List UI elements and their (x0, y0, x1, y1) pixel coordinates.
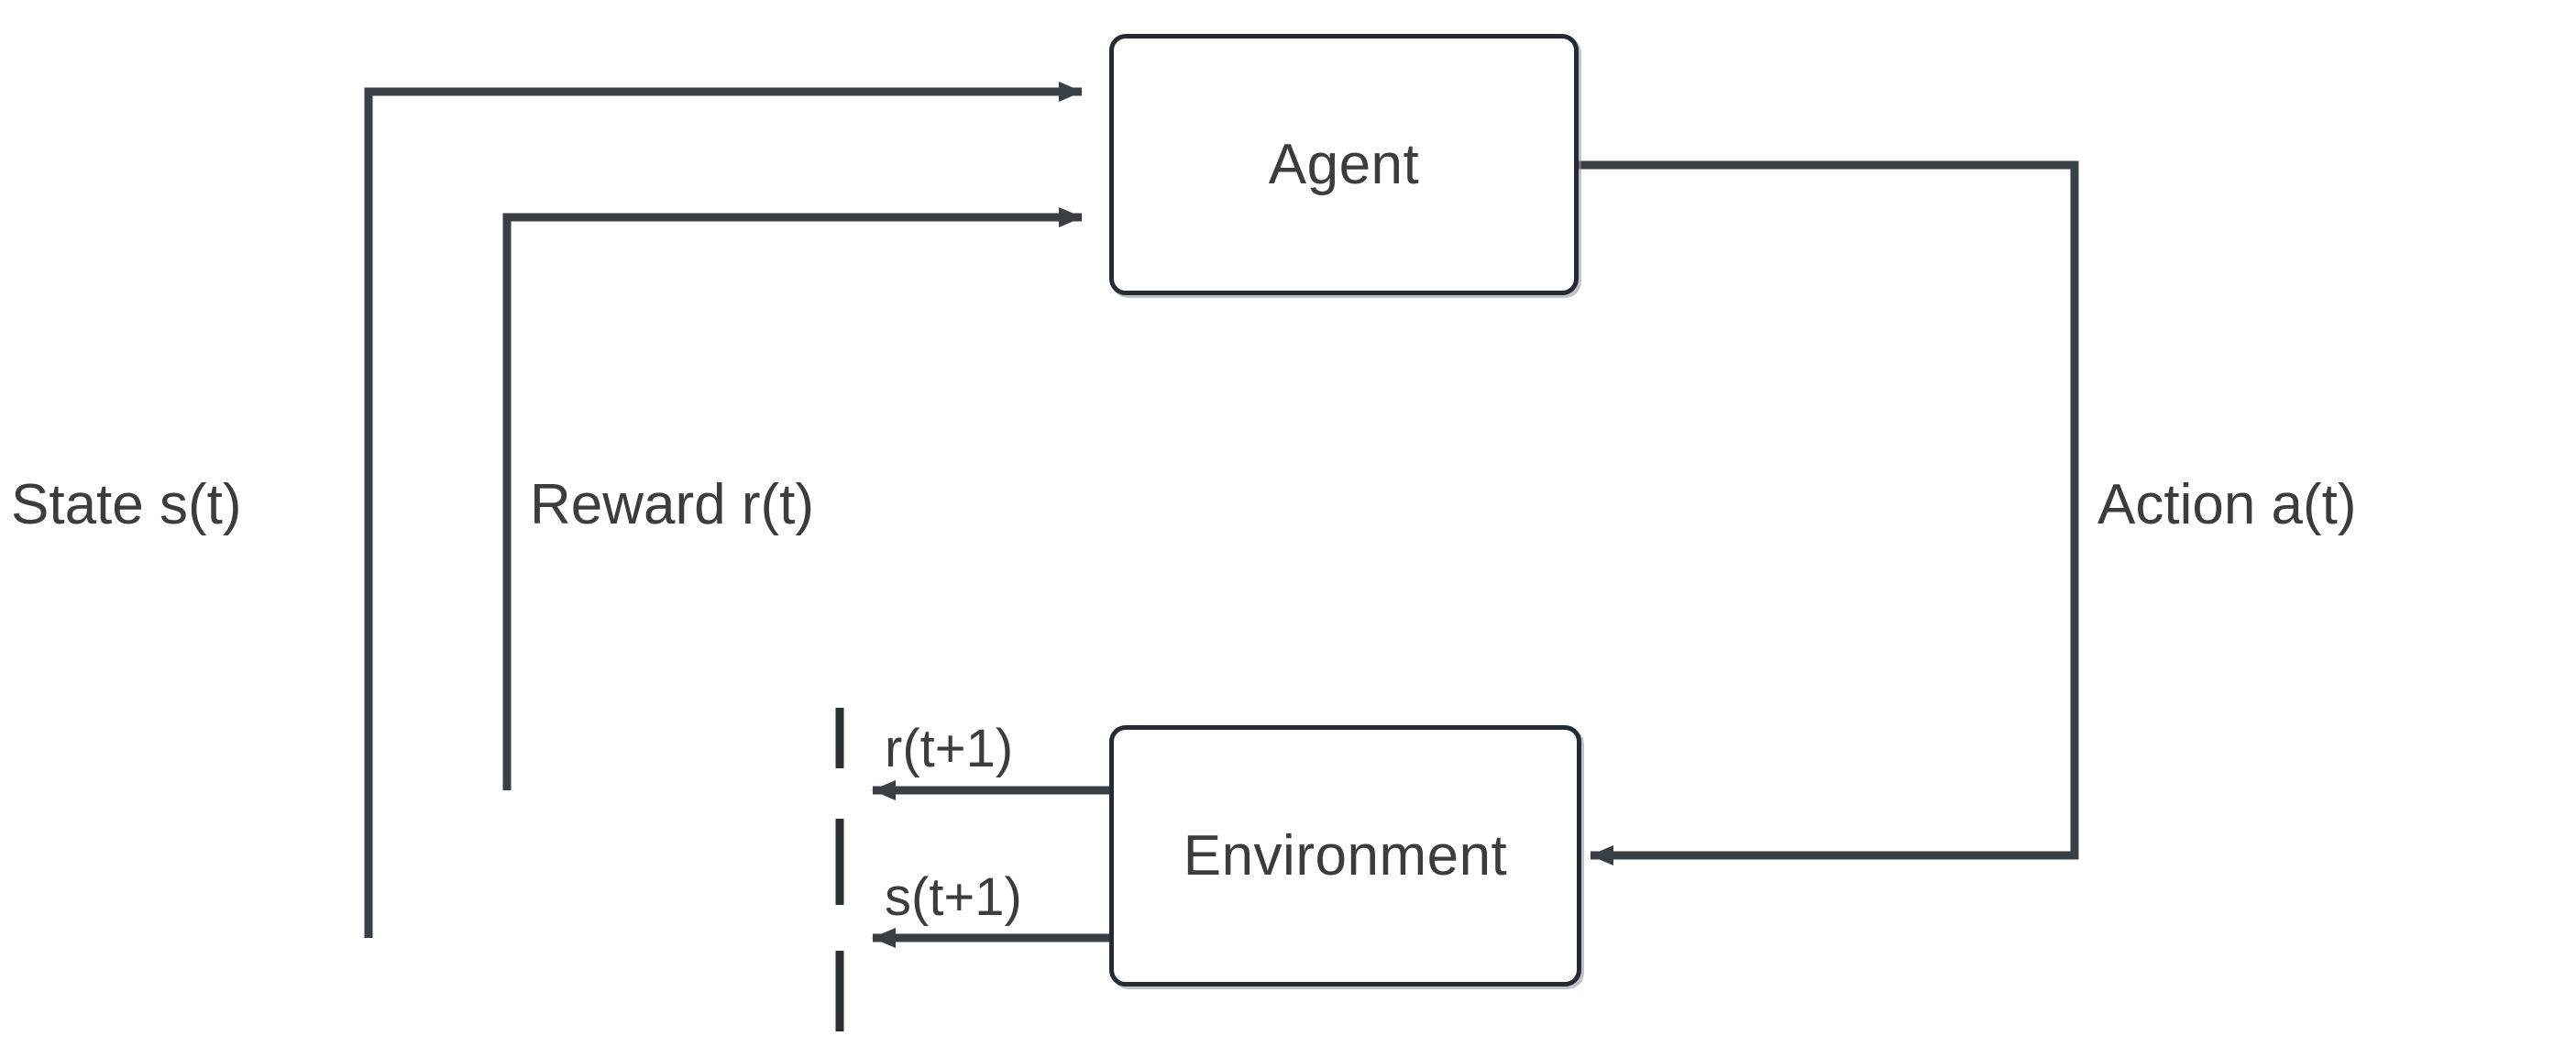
node-agent[interactable]: Agent (1109, 34, 1579, 295)
edge-state-path (364, 82, 1083, 938)
edge-label-state: State s(t) (11, 473, 242, 536)
node-agent-label: Agent (1268, 133, 1420, 196)
node-environment-label: Environment (1183, 824, 1508, 887)
edge-label-reward-next: r(t+1) (885, 719, 1014, 778)
edge-label-state-next: s(t+1) (885, 867, 1022, 927)
edge-reward-path (502, 207, 1083, 790)
edge-label-action: Action a(t) (2097, 473, 2357, 536)
edge-action-path (1579, 160, 2079, 865)
edge-label-reward: Reward r(t) (530, 473, 815, 536)
node-environment[interactable]: Environment (1109, 725, 1581, 986)
